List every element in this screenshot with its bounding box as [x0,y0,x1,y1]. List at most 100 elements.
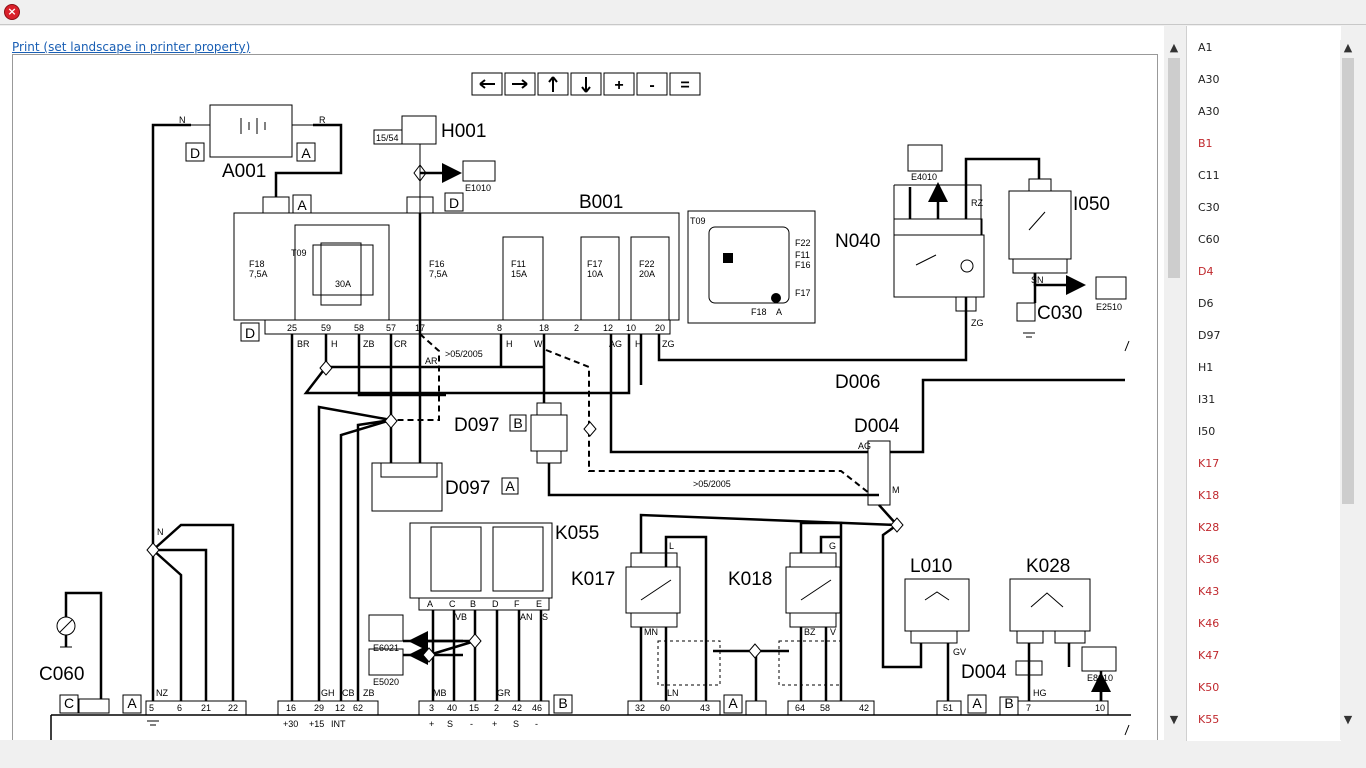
fuse-f11: F11 [511,259,526,269]
wiring-diagram-svg: + - = [39,72,1131,740]
box-d: D [449,195,459,211]
zoom-out-button[interactable]: - [636,72,668,96]
switch-icon [1028,211,1046,231]
pan-up-button[interactable] [537,72,569,96]
ground-icon [1023,332,1035,338]
wire-code: V [830,627,836,637]
zoom-reset-label: = [680,77,689,94]
component-list-item[interactable]: A30 [1198,73,1220,86]
pan-right-button[interactable] [504,72,536,96]
wire-code: MN [644,627,658,637]
scrollbar-thumb[interactable] [1342,58,1354,504]
wire-code: ZG [971,318,984,328]
component-list-item[interactable]: A1 [1198,41,1213,54]
connector-pin: 2 [494,703,499,713]
component-list-item[interactable]: K36 [1198,553,1220,566]
thumb-f22: F22 [795,238,811,248]
pan-left-button[interactable] [471,72,503,96]
diagram-scrollbar[interactable]: ▲ ▼ [1166,40,1182,740]
component-list-item[interactable]: D4 [1198,265,1214,278]
relay-icon [800,579,832,601]
component-list-item[interactable]: K28 [1198,521,1220,534]
box-a: A [728,695,738,711]
b001-wire: ZG [662,339,675,349]
pan-down-button[interactable] [570,72,602,96]
box-b: B [558,695,567,711]
terminal-label: S [513,719,519,729]
wire-code: HG [1033,688,1047,698]
terminal-label: INT [331,719,346,729]
component-list-item[interactable]: I50 [1198,425,1216,438]
connector-pin: 16 [286,703,296,713]
label-h001: H001 [441,121,486,142]
wire-code: S [542,612,548,622]
label-d097-b: D097 [454,415,499,436]
component-list-item[interactable]: C11 [1198,169,1220,182]
connector-pin: 62 [353,703,363,713]
component-list-item[interactable]: A30 [1198,105,1220,118]
sensor-icon [59,619,73,633]
close-icon[interactable]: × [4,4,20,20]
scroll-down-icon[interactable]: ▼ [1343,713,1353,726]
box-b: B [513,415,522,431]
wire-code: AG [858,441,871,451]
wire-code: M [892,485,900,495]
box-c: C [64,695,74,711]
scroll-up-icon[interactable]: ▲ [1169,41,1179,54]
box-d: D [245,325,255,341]
component-list-item[interactable]: B1 [1198,137,1213,150]
k055-pin: D [492,599,499,609]
wire-code: SN [1031,275,1044,285]
component-list-item[interactable]: K55 [1198,713,1220,726]
date-note-1: >05/2005 [445,349,483,359]
thumb-a: A [776,307,782,317]
component-list-item[interactable]: K43 [1198,585,1220,598]
component-list-item[interactable]: C30 [1198,201,1220,214]
level-sensor-icon [924,591,950,601]
scroll-up-icon[interactable]: ▲ [1343,41,1353,54]
connector-pin: 7 [1026,703,1031,713]
b001-pin: 17 [415,323,425,333]
wire-code: RZ [971,198,983,208]
component-list-item[interactable]: K47 [1198,649,1220,662]
b001-wire: CR [394,339,407,349]
connector-pin: 10 [1095,703,1105,713]
component-list-item[interactable]: K17 [1198,457,1220,470]
k055-pin: C [449,599,456,609]
zoom-in-button[interactable]: + [603,72,635,96]
ground-icon [147,720,159,726]
fusebox-thumbnail [687,210,816,324]
zoom-reset-button[interactable]: = [669,72,701,96]
connector-pin: 43 [700,703,710,713]
print-link[interactable]: Print (set landscape in printer property… [12,40,251,54]
scroll-down-icon[interactable]: ▼ [1169,713,1179,726]
component-list-item[interactable]: K18 [1198,489,1220,502]
component-list-item[interactable]: K50 [1198,681,1220,694]
component-list-item[interactable]: K46 [1198,617,1220,630]
relay-icon [640,579,672,601]
list-scrollbar[interactable]: ▲ ▼ [1340,40,1356,740]
b001-pin: 8 [497,323,502,333]
thumb-f18: F18 [751,307,767,317]
b001-pin: 2 [574,323,579,333]
h001-tag: 15/54 [376,133,399,143]
ref-e2510: E2510 [1096,302,1122,312]
b001-pin: 59 [321,323,331,333]
component-list-item[interactable]: D97 [1198,329,1221,342]
wiring-diagram: + - = [12,54,1158,740]
component-list-item[interactable]: C60 [1198,233,1220,246]
label-c030: C030 [1037,303,1082,324]
zoom-in-label: + [614,77,623,94]
scrollbar-thumb[interactable] [1168,58,1180,278]
component-list-item[interactable]: I31 [1198,393,1216,406]
diagram-pane: Print (set landscape in printer property… [0,26,1164,740]
component-list-item[interactable]: D6 [1198,297,1214,310]
connector-pin: 46 [532,703,542,713]
terminal-label: +30 [283,719,298,729]
terminal-label: + [429,719,434,729]
component-list-item[interactable]: H1 [1198,361,1214,374]
b001-pin: 57 [386,323,396,333]
wire-code: BZ [804,627,816,637]
b001-pin: 25 [287,323,297,333]
